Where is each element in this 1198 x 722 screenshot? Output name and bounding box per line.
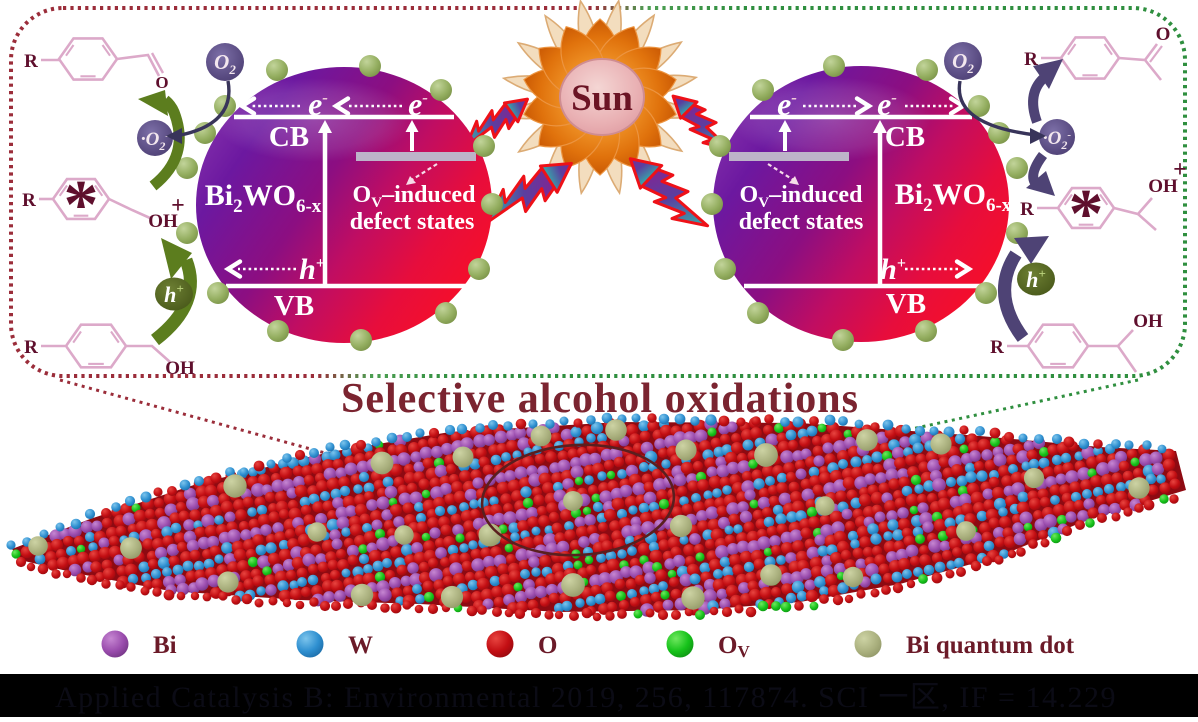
svg-text:R: R xyxy=(1020,199,1034,220)
svg-text:O: O xyxy=(1156,24,1171,45)
svg-text:OH: OH xyxy=(1133,311,1163,332)
svg-text:CB: CB xyxy=(269,121,309,153)
svg-text:R: R xyxy=(1024,49,1038,70)
svg-text:Sun: Sun xyxy=(571,78,633,119)
svg-text:VB: VB xyxy=(274,290,314,322)
svg-text:*: * xyxy=(64,167,99,244)
svg-text:R: R xyxy=(24,51,38,72)
svg-text:·O2-: ·O2- xyxy=(1043,128,1071,152)
svg-text:OH: OH xyxy=(148,211,178,232)
svg-text:*: * xyxy=(1069,176,1104,253)
svg-text:O: O xyxy=(538,632,557,659)
svg-text:·O2-: ·O2- xyxy=(141,129,169,153)
svg-text:OH: OH xyxy=(165,358,195,379)
svg-text:OV: OV xyxy=(718,632,750,661)
svg-text:OV–induced: OV–induced xyxy=(740,182,864,211)
svg-text:Bi: Bi xyxy=(153,632,177,659)
svg-text:W: W xyxy=(348,632,373,659)
svg-text:defect states: defect states xyxy=(350,209,475,235)
svg-text:Bi quantum dot: Bi quantum dot xyxy=(906,632,1075,659)
svg-text:OV–induced: OV–induced xyxy=(353,182,477,211)
svg-text:R: R xyxy=(24,337,38,358)
svg-text:R: R xyxy=(22,190,36,211)
svg-text:O: O xyxy=(155,73,168,92)
svg-text:CB: CB xyxy=(885,121,925,153)
svg-text:+: + xyxy=(1173,157,1187,183)
svg-text:OH: OH xyxy=(1148,176,1178,197)
svg-text:+: + xyxy=(171,193,185,219)
svg-text:Selective alcohol oxidations: Selective alcohol oxidations xyxy=(341,376,859,422)
svg-text:defect states: defect states xyxy=(739,209,864,235)
svg-text:VB: VB xyxy=(886,288,926,320)
svg-text:R: R xyxy=(990,337,1004,358)
svg-text:Applied Catalysis B: Environme: Applied Catalysis B: Environmental 2019,… xyxy=(55,681,1117,714)
